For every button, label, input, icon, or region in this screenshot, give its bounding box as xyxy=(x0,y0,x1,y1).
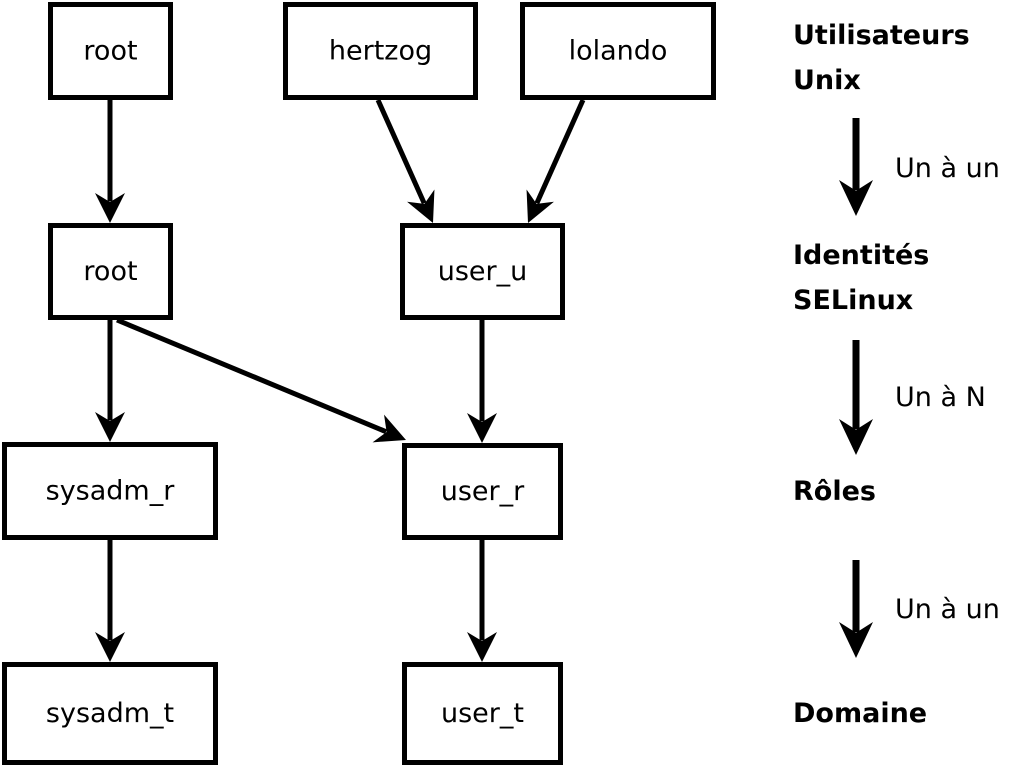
legend-edge-label: Un à un xyxy=(895,153,1000,184)
node-box[interactable] xyxy=(48,2,173,100)
legend-stage-label: Domaine xyxy=(793,698,927,729)
node-role_user_r[interactable]: user_r xyxy=(402,443,563,540)
arrowhead-icon xyxy=(95,632,125,662)
node-box[interactable] xyxy=(48,223,173,320)
legend-edge-label: Un à N xyxy=(895,382,986,413)
arrowhead-icon xyxy=(467,632,497,662)
arrowhead-icon xyxy=(526,189,554,223)
node-box[interactable] xyxy=(402,443,563,540)
node-box[interactable] xyxy=(2,662,218,765)
edge-unix_hertzog-to-sel_user_u xyxy=(375,98,435,223)
edge-sel_user_u-to-role_user_r xyxy=(467,320,497,443)
node-box[interactable] xyxy=(2,442,218,540)
legend-arrow-1: Un à un xyxy=(839,118,1000,216)
legend-stage-label: Rôles xyxy=(793,476,876,507)
node-label: sysadm_t xyxy=(46,698,174,729)
node-label: user_t xyxy=(441,698,524,729)
edge-line xyxy=(534,98,586,205)
node-sel_user_u[interactable]: user_u xyxy=(400,223,565,320)
node-dom_user_t[interactable]: user_t xyxy=(402,662,563,765)
arrowhead-icon xyxy=(839,622,873,658)
node-label: lolando xyxy=(569,36,668,67)
edge-sel_root-to-role_user_r xyxy=(116,317,406,443)
arrowhead-icon xyxy=(372,414,406,443)
arrowhead-icon xyxy=(95,193,125,223)
node-unix_root[interactable]: root xyxy=(48,2,173,100)
legend-arrow-3: Un à un xyxy=(839,560,1000,658)
legend-stage-label: Identités xyxy=(793,240,929,271)
node-sel_root[interactable]: root xyxy=(48,223,173,320)
node-label: sysadm_r xyxy=(46,476,176,507)
node-label: root xyxy=(83,256,137,287)
edge-unix_root-to-sel_root xyxy=(95,100,125,223)
node-unix_lolando[interactable]: lolando xyxy=(520,2,716,100)
node-box[interactable] xyxy=(402,662,563,765)
edge-line xyxy=(116,317,388,435)
legend-arrow-2: Un à N xyxy=(839,340,986,455)
legend-stage-label: SELinux xyxy=(793,285,913,316)
node-label: hertzog xyxy=(329,36,432,67)
arrowhead-icon xyxy=(467,413,497,443)
node-label: user_u xyxy=(438,256,528,287)
node-box[interactable] xyxy=(283,2,478,100)
node-unix_hertzog[interactable]: hertzog xyxy=(283,2,478,100)
arrowhead-icon xyxy=(407,189,435,223)
arrowhead-icon xyxy=(839,180,873,216)
node-box[interactable] xyxy=(520,2,716,100)
node-box[interactable] xyxy=(400,223,565,320)
legend-layer: UtilisateursUnixIdentitésSELinuxRôlesDom… xyxy=(793,20,1000,729)
legend-stage-domaine: Domaine xyxy=(793,698,927,729)
edge-unix_lolando-to-sel_user_u xyxy=(526,98,586,223)
legend-stage-label: Utilisateurs xyxy=(793,20,970,51)
node-label: user_r xyxy=(441,476,525,507)
node-role_sysadm_r[interactable]: sysadm_r xyxy=(2,442,218,540)
legend-stage-label: Unix xyxy=(793,65,861,96)
arrowhead-icon xyxy=(839,419,873,455)
node-label: root xyxy=(83,36,137,67)
legend-edge-label: Un à un xyxy=(895,594,1000,625)
edge-role_sysadm_r-to-dom_sysadm_t xyxy=(95,540,125,662)
legend-stage-roles: Rôles xyxy=(793,476,876,507)
edge-role_user_r-to-dom_user_t xyxy=(467,540,497,662)
arrowhead-icon xyxy=(95,412,125,442)
node-dom_sysadm_t[interactable]: sysadm_t xyxy=(2,662,218,765)
edge-line xyxy=(375,98,427,205)
edge-sel_root-to-role_sysadm_r xyxy=(95,320,125,442)
edges-layer xyxy=(95,98,586,662)
